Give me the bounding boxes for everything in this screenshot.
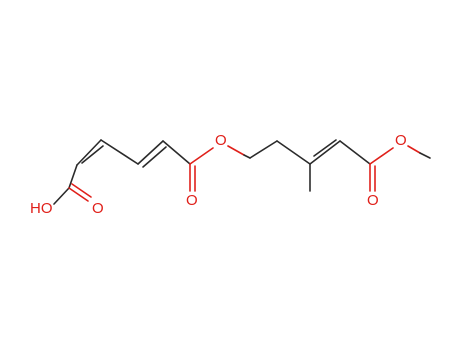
bond-c3-c4 xyxy=(100,139,139,165)
bond-c1-c2 xyxy=(68,164,78,189)
bond-o-methyl-b xyxy=(419,152,431,159)
atom-o-ester1-carbonyl-label: O xyxy=(186,192,198,209)
bond-c-c-double xyxy=(309,140,341,165)
bond-o-ch2 xyxy=(227,145,245,156)
bond-o-methyl xyxy=(407,145,421,154)
bond-c4-c5 xyxy=(137,140,164,165)
bond-ch2-ch2 xyxy=(249,140,278,159)
bond-c1-o-double-a xyxy=(68,187,89,202)
bond-layer xyxy=(53,139,431,205)
bond-c5-c6 xyxy=(162,140,191,165)
atom-o-ester2-label: O xyxy=(395,132,407,149)
bond-o-ch2-b xyxy=(243,154,251,159)
bond-c-o-ester xyxy=(369,147,394,165)
atom-oh-label: HO xyxy=(30,200,53,217)
bond-ch2-c xyxy=(276,140,311,165)
atom-label-layer: HO O O O O O xyxy=(30,132,407,217)
bond-c2-c3 xyxy=(76,139,102,166)
bond-c4-c5-double xyxy=(142,146,167,168)
bond-c6-o-ester xyxy=(189,147,214,165)
bond-c-c-double-b xyxy=(313,139,337,157)
atom-o-ester2-carbonyl-label: O xyxy=(367,192,379,209)
atom-o-ester1-label: O xyxy=(215,132,227,149)
bond-c1-oh xyxy=(53,187,70,205)
bond-c2-c3-double xyxy=(81,145,104,164)
bond-c1-o-double-b xyxy=(71,183,92,198)
atom-o-acid-carbonyl-label: O xyxy=(92,200,104,217)
bond-ch-c xyxy=(339,140,371,165)
